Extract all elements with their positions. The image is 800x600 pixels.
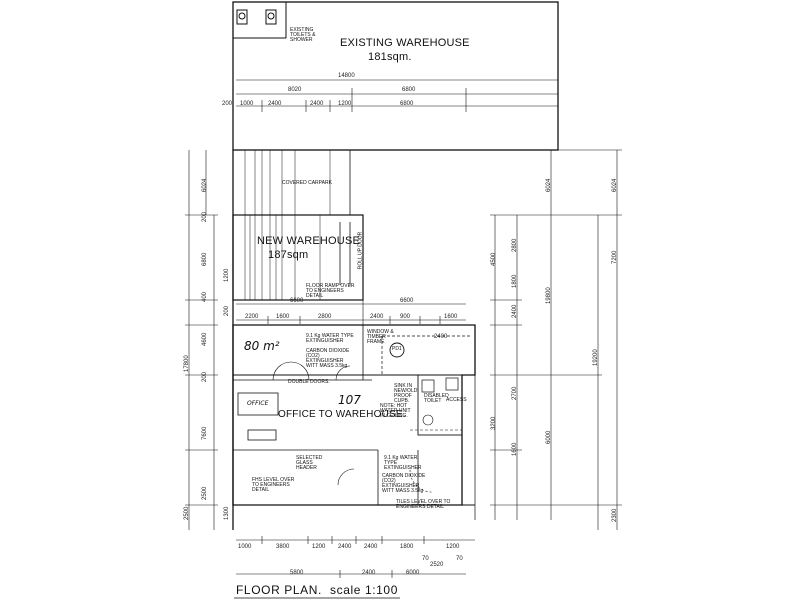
dim-bottom-t3: 2520 bbox=[430, 562, 444, 568]
dim-top-s2: 2400 bbox=[268, 101, 282, 107]
existing-warehouse-label: EXISTING WAREHOUSE bbox=[340, 37, 470, 49]
co2-top-note: CARBON DIOXIDE (CO2) EXTINGUISHER WITT M… bbox=[306, 348, 350, 369]
covered-carpark-hatch bbox=[244, 150, 331, 300]
dim-mid-s3: 2800 bbox=[318, 314, 332, 320]
office-hand-label: OFFICE bbox=[247, 400, 269, 407]
dim-left-l1: 6024 bbox=[202, 178, 208, 192]
dim-right-r2: 19800 bbox=[546, 287, 552, 304]
covered-carpark-label: COVERED CARPARK bbox=[282, 180, 332, 186]
dim-top-s4: 1200 bbox=[338, 101, 352, 107]
existing-toilets-label: EXISTING TOILETS & SHOWER bbox=[290, 27, 316, 43]
dim-left-l7: 200 bbox=[202, 371, 208, 382]
dim-bottom-s2: 3800 bbox=[276, 544, 290, 550]
double-door-swing bbox=[272, 361, 292, 381]
extinguisher-bottom-note: 9.1 Kg WATER TYPE EXTINGUISHER bbox=[384, 455, 422, 471]
toilet-fixture-2 bbox=[265, 9, 277, 25]
extinguisher-top-note: 9.1 Kg WATER TYPE EXTINGUISHER bbox=[306, 333, 354, 344]
toilet-room bbox=[417, 374, 463, 436]
dim-bottom-o1: 5800 bbox=[290, 570, 304, 576]
office-hand-box bbox=[237, 392, 279, 416]
dim-left-l8: 7600 bbox=[202, 426, 208, 440]
dim-right-r13: 1600 bbox=[512, 442, 518, 456]
dim-bottom-o3: 6000 bbox=[406, 570, 420, 576]
store-box bbox=[247, 429, 277, 441]
sink-note: SINK IN NEW/OLD PROOF CUPB. bbox=[394, 383, 418, 404]
dim-left-l5: 4600 bbox=[202, 332, 208, 346]
access-label: ACCESS bbox=[446, 397, 467, 403]
dim-right-r10: 2700 bbox=[512, 386, 518, 400]
dim-mid-s5: 900 bbox=[400, 314, 411, 320]
fhs-note: FHS LEVEL OVER TO ENGINEERS DETAIL bbox=[252, 477, 295, 493]
entry-door-swing bbox=[337, 468, 355, 486]
toilet-label: DISABLED TOILET bbox=[424, 393, 449, 404]
selected-glass-note: SELECTED GLASS HEADER bbox=[296, 455, 323, 471]
dim-left-l10: 1300 bbox=[224, 506, 230, 520]
new-warehouse-label: NEW WAREHOUSE bbox=[257, 235, 361, 247]
co2-bottom-note: CARBON DIOXIDE (CO2) EXTINGUISHER WITT M… bbox=[382, 473, 426, 494]
new-warehouse-area: 187sqm bbox=[268, 249, 309, 261]
dim-bottom-s5: 2400 bbox=[364, 544, 378, 550]
toilet-fixture-1 bbox=[236, 9, 248, 25]
dim-mid-a: 6600 bbox=[290, 298, 304, 304]
dim-right-r5: 6000 bbox=[546, 430, 552, 444]
dim-bottom-s4: 2400 bbox=[338, 544, 352, 550]
dim-bottom-t1: 70 bbox=[422, 556, 429, 562]
dim-right-r6: 7200 bbox=[612, 250, 618, 264]
dim-right-r8: 1800 bbox=[512, 274, 518, 288]
dim-left-l6: 17800 bbox=[184, 355, 190, 372]
dim-bottom-t2: 70 bbox=[456, 556, 463, 562]
dim-right-r7: 2800 bbox=[512, 238, 518, 252]
scale-label: scale 1:100 bbox=[330, 583, 398, 597]
dim-bottom-s3: 1200 bbox=[312, 544, 326, 550]
dim-right-r14: 2300 bbox=[612, 508, 618, 522]
dim-right-r11: 3200 bbox=[491, 416, 497, 430]
floor-plan-title: FLOOR PLAN. bbox=[236, 583, 322, 597]
dim-left-l9: 2500 bbox=[202, 486, 208, 500]
dim-top-b: 6800 bbox=[402, 87, 416, 93]
existing-warehouse-area: 181sqm. bbox=[368, 51, 412, 63]
double-doors-label: DOUBLE DOORS. bbox=[288, 379, 330, 385]
dim-left-l13: 1200 bbox=[224, 268, 230, 282]
dim-left-l2: 200 bbox=[202, 211, 208, 222]
dim-mid-s7: 2400 bbox=[434, 334, 448, 340]
dim-mid-s1: 2200 bbox=[245, 314, 259, 320]
dim-mid-s6: 1600 bbox=[444, 314, 458, 320]
dim-top-s1: 1000 bbox=[240, 101, 254, 107]
hot-water-note: NOTE: HOT WATER UNIT IN CEILING. bbox=[380, 403, 411, 419]
pd1-label: PD1 bbox=[392, 346, 402, 352]
dim-right-r1: 6024 bbox=[546, 178, 552, 192]
dim-top-s3: 2400 bbox=[310, 101, 324, 107]
hand-area-note: 80 m² bbox=[244, 339, 280, 353]
dim-left-l12: 2500 bbox=[184, 506, 190, 520]
office-label: OFFICE TO WAREHOUSE. bbox=[278, 409, 406, 420]
hand-107-note: 107 bbox=[338, 393, 361, 407]
dim-top-a: 8020 bbox=[288, 87, 302, 93]
existing-warehouse-outline bbox=[232, 1, 559, 151]
dim-mid-b: 6600 bbox=[400, 298, 414, 304]
dim-right-r9: 2400 bbox=[512, 304, 518, 318]
dim-left-l11: 200 bbox=[224, 305, 230, 316]
dim-bottom-s1: 1000 bbox=[238, 544, 252, 550]
dim-right-r12: 4500 bbox=[491, 252, 497, 266]
dim-top-s5: 6800 bbox=[400, 101, 414, 107]
dim-mid-s4: 2400 bbox=[370, 314, 384, 320]
dim-bottom-o2: 2400 bbox=[362, 570, 376, 576]
dim-right-r4: 19200 bbox=[593, 349, 599, 366]
dim-left-l3: 6800 bbox=[202, 252, 208, 266]
pd1-marker bbox=[389, 342, 405, 358]
dim-bottom-s6: 1800 bbox=[400, 544, 414, 550]
dim-mid-s2: 1600 bbox=[276, 314, 290, 320]
window-note: WINDOW & TIMBER FRAME bbox=[367, 329, 394, 345]
ramp-note: FLOOR RAMP OVER TO ENGINEERS DETAIL bbox=[306, 283, 355, 299]
dim-left-l4: 400 bbox=[202, 291, 208, 302]
dim-top-edge: 200 bbox=[222, 101, 233, 107]
dim-bottom-s7: 1200 bbox=[446, 544, 460, 550]
roller-door-label: ROLL UP DOOR bbox=[357, 231, 364, 270]
dim-top-overall: 14800 bbox=[338, 73, 355, 79]
dim-right-r3: 6024 bbox=[612, 178, 618, 192]
tiles-note: TILES LEVEL OVER TO ENGINEERS DETAIL bbox=[396, 499, 451, 510]
new-warehouse-outline bbox=[232, 214, 364, 301]
